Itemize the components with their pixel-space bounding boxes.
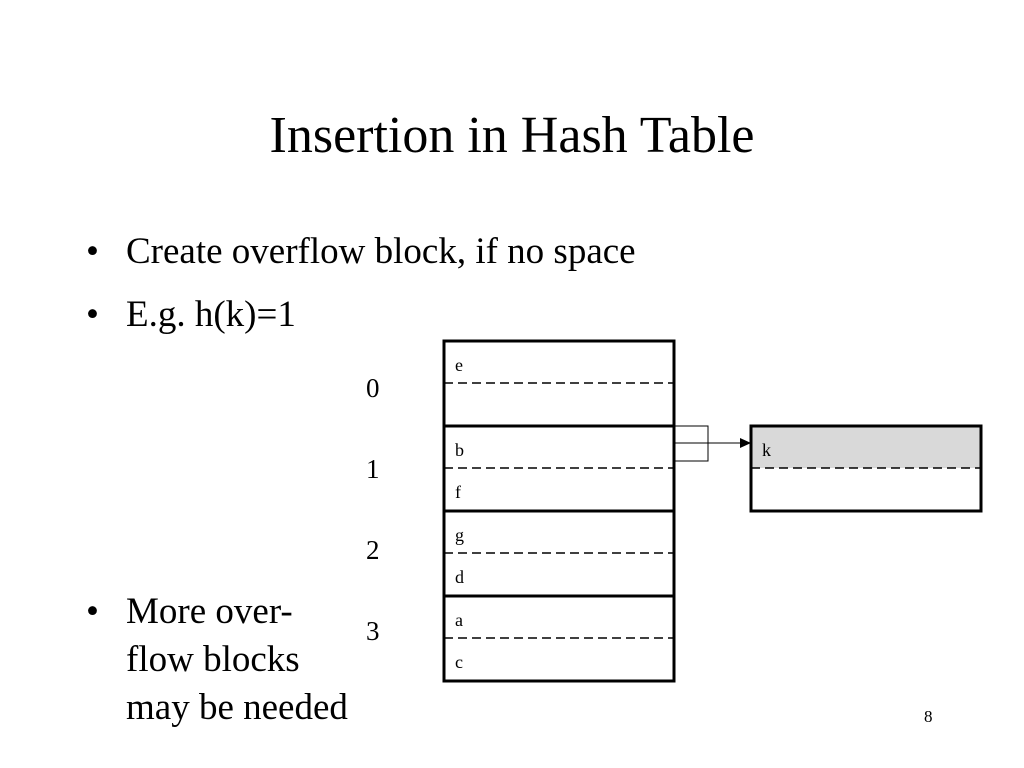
record-key: f	[455, 482, 461, 502]
record-separators	[444, 382, 674, 639]
bullet-line: may be needed	[126, 687, 348, 728]
record-key: g	[455, 525, 464, 545]
record-key: b	[455, 440, 464, 460]
bullet-line: flow blocks	[126, 639, 300, 680]
overflow-pointer	[673, 425, 741, 462]
page-number: 8	[924, 707, 933, 726]
hash-table	[442, 339, 676, 683]
bullet-line: More over-	[126, 591, 293, 632]
bullet-dot: •	[86, 231, 99, 272]
arrow-head	[740, 438, 751, 448]
bullet-text: More over- flow blocks may be needed	[126, 588, 348, 732]
bullet-dot: •	[86, 294, 99, 335]
slide-title: Insertion in Hash Table	[269, 107, 755, 164]
bullet-text: E.g. h(k)=1	[126, 294, 296, 335]
bucket-label-3: 3	[366, 616, 380, 646]
record-key: d	[455, 567, 464, 587]
bucket-label-0: 0	[366, 373, 380, 403]
record-key: e	[455, 355, 463, 375]
bucket-label-2: 2	[366, 535, 380, 565]
bullet-text: Create overflow block, if no space	[126, 231, 636, 272]
record-key: a	[455, 610, 463, 630]
bucket-label-1: 1	[366, 454, 380, 484]
overflow-block: k	[749, 424, 983, 513]
record-key: c	[455, 652, 463, 672]
record-key: k	[762, 440, 771, 460]
overflow-record-highlight	[751, 427, 981, 468]
bullet-dot: •	[86, 591, 99, 632]
bucket-records: e b f g d a c	[455, 355, 464, 672]
